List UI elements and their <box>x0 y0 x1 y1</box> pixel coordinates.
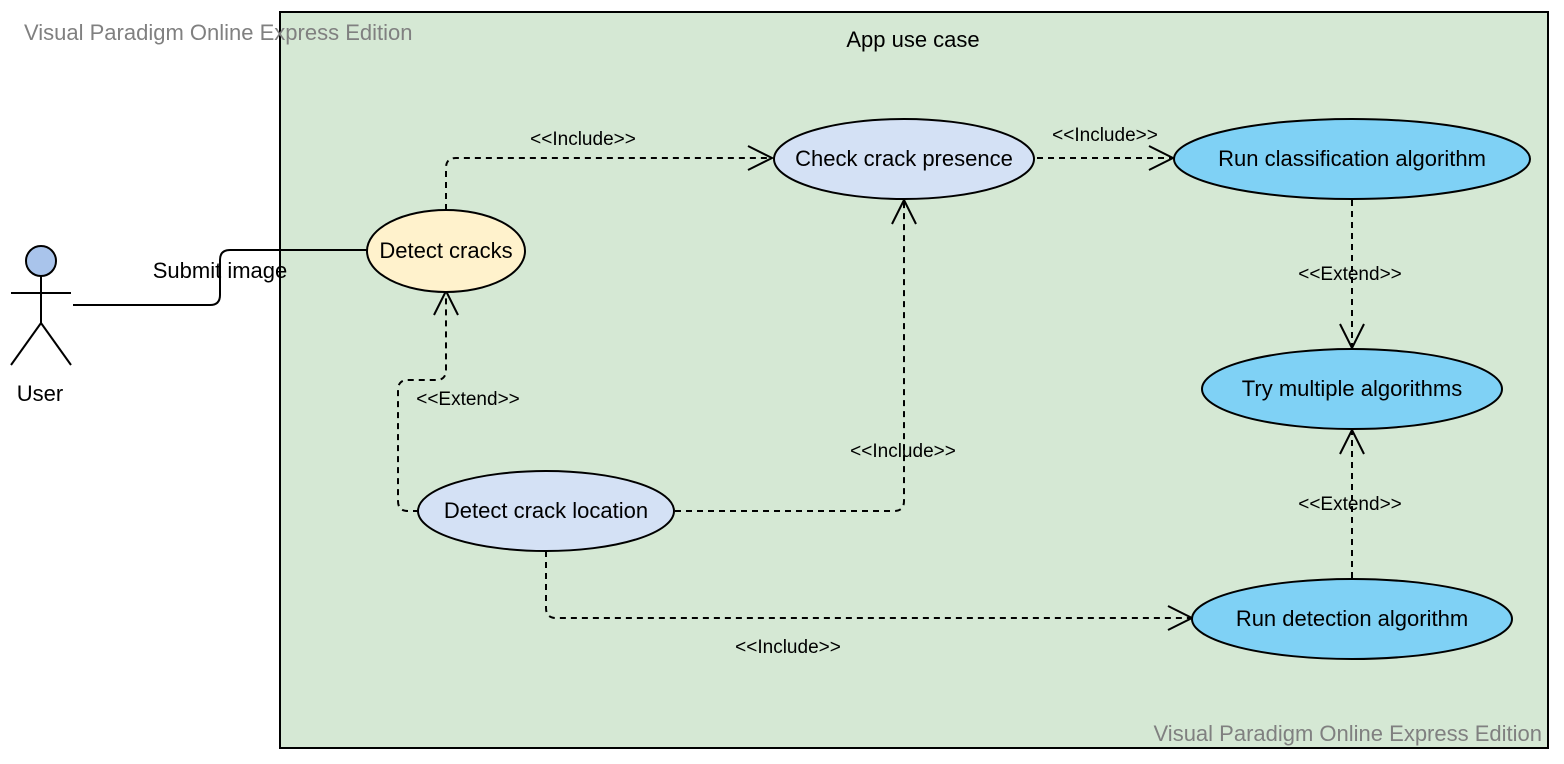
edge-label-location-to-presence: <<Include>> <box>850 441 956 462</box>
use-case-run-classification-algorithm[interactable]: Run classification algorithm <box>1173 118 1531 200</box>
edge-label-cracks-to-presence: <<Include>> <box>530 129 636 150</box>
use-case-check-crack-presence[interactable]: Check crack presence <box>773 118 1035 200</box>
edge-label-presence-to-classification: <<Include>> <box>1052 125 1158 146</box>
actor-user[interactable]: User <box>10 245 72 406</box>
use-case-detect-cracks[interactable]: Detect cracks <box>366 209 526 293</box>
actor-left-leg <box>10 322 42 366</box>
actor-right-leg <box>40 322 72 366</box>
edge-location-to-cracks[interactable] <box>397 291 447 512</box>
use-case-run-detection-algorithm[interactable]: Run detection algorithm <box>1191 578 1513 660</box>
edge-label-detection-to-multiple: <<Extend>> <box>1298 494 1402 515</box>
association-line[interactable] <box>73 249 368 306</box>
edge-cracks-to-presence[interactable] <box>445 157 772 210</box>
use-case-label: Run classification algorithm <box>1218 146 1486 171</box>
actor-label: User <box>17 381 63 406</box>
use-case-detect-crack-location[interactable]: Detect crack location <box>417 470 675 552</box>
watermark-top: Visual Paradigm Online Express Edition <box>24 20 412 45</box>
use-case-label: Try multiple algorithms <box>1242 376 1462 401</box>
association-label: Submit image <box>153 258 288 283</box>
watermark-bottom: Visual Paradigm Online Express Edition <box>1154 721 1542 746</box>
edge-location-to-presence[interactable] <box>675 200 905 512</box>
use-case-label: Run detection algorithm <box>1236 606 1468 631</box>
system-title: App use case <box>846 27 979 52</box>
edge-label-location-to-cracks: <<Extend>> <box>416 389 520 410</box>
arrowhead-icon <box>747 145 775 171</box>
use-case-label: Check crack presence <box>795 146 1013 171</box>
edge-location-to-detection[interactable] <box>545 551 1192 619</box>
edge-label-classification-to-multiple: <<Extend>> <box>1298 264 1402 285</box>
use-case-label: Detect cracks <box>379 238 512 263</box>
actor-head <box>25 245 57 277</box>
use-case-try-multiple-algorithms[interactable]: Try multiple algorithms <box>1201 348 1503 430</box>
use-case-label: Detect crack location <box>444 498 648 523</box>
arrowhead-icon <box>1148 145 1176 171</box>
edge-label-location-to-detection: <<Include>> <box>735 637 841 658</box>
